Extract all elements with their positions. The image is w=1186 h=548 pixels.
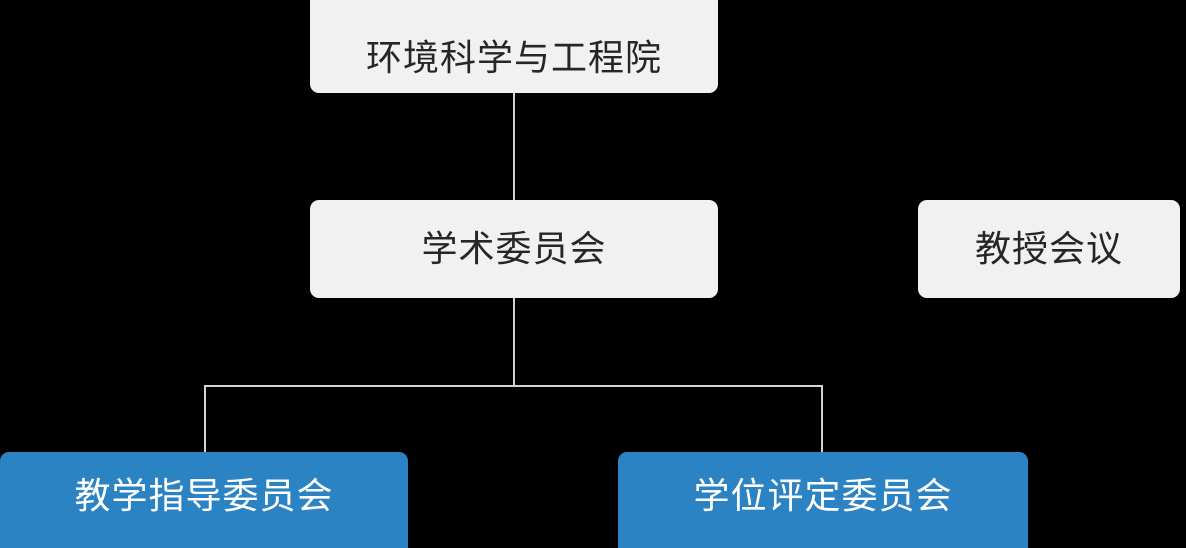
node-academic-committee[interactable]: 学术委员会: [310, 200, 718, 298]
node-root-institute-label: 环境科学与工程院: [365, 36, 662, 78]
connector-horizontal-bus: [204, 385, 823, 387]
node-teaching-guidance-committee[interactable]: 教学指导委员会: [0, 452, 408, 548]
node-degree-evaluation-committee[interactable]: 学位评定委员会: [618, 452, 1028, 548]
connector-drop-to-teaching-guidance-committee: [204, 385, 206, 453]
node-professor-meeting-label: 教授会议: [974, 228, 1123, 270]
node-academic-committee-label: 学术委员会: [421, 228, 607, 270]
node-degree-evaluation-committee-label: 学位评定委员会: [693, 475, 953, 516]
connector-root-to-academic-committee: [513, 93, 515, 201]
connector-drop-to-degree-evaluation-committee: [821, 385, 823, 453]
connector-academic-committee-stem: [513, 298, 515, 386]
node-root-institute[interactable]: 环境科学与工程院: [310, 0, 718, 93]
node-teaching-guidance-committee-label: 教学指导委员会: [74, 475, 334, 516]
node-professor-meeting[interactable]: 教授会议: [918, 200, 1180, 298]
